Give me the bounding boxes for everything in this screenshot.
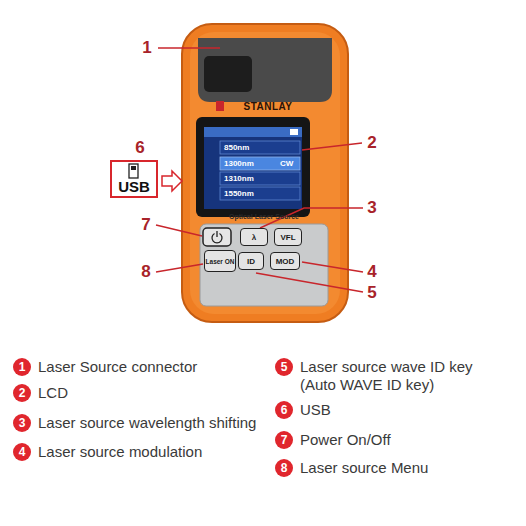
key-legend: Laser ON — [206, 258, 235, 265]
key-legend: MOD — [276, 257, 295, 266]
lcd-row — [220, 141, 300, 154]
lcd-row — [220, 172, 300, 185]
number-disc — [275, 358, 293, 376]
legend-number: 1 — [19, 361, 26, 374]
callout-number: 2 — [367, 134, 376, 152]
key-legend: ID — [247, 257, 255, 266]
number-disc — [13, 358, 31, 376]
lcd-screen: 850nm 1300nm CW 1310nm 1550nm — [204, 127, 302, 209]
part-description: Laser Source connector — [38, 358, 197, 376]
number-disc — [13, 414, 31, 432]
lcd-reading: CW — [280, 159, 293, 169]
keypad-panel-face — [200, 224, 328, 306]
leader-line — [302, 262, 363, 272]
part-description: USB — [300, 401, 331, 419]
key-legend: VFL — [280, 233, 295, 242]
key-legend: λ — [252, 233, 256, 242]
battery-icon — [290, 129, 298, 135]
number-disc — [13, 384, 31, 402]
number-disc — [13, 443, 31, 461]
legend-markers — [13, 358, 293, 477]
lcd-reading: 1550nm — [224, 189, 254, 199]
connector-port — [204, 56, 252, 92]
leader-line — [156, 225, 202, 236]
part-description: Laser source wavelength shifting — [38, 414, 256, 432]
power-icon — [216, 231, 217, 237]
legend-number: 7 — [281, 434, 288, 447]
port-name: USB — [112, 179, 156, 195]
leader-line — [158, 47, 220, 48]
callout-number: 7 — [141, 216, 150, 234]
key-button: ID — [238, 252, 264, 270]
key-button: VFL — [274, 228, 302, 246]
part-description: Laser source Menu — [300, 459, 428, 477]
key-button: λ — [240, 228, 268, 246]
power-button — [203, 228, 231, 246]
lcd-row-selected — [220, 157, 300, 170]
legend-number: 3 — [19, 417, 26, 430]
callout-number: 6 — [135, 139, 144, 157]
callout-number: 4 — [367, 263, 376, 281]
legend-number: 2 — [19, 387, 26, 400]
part-description: LCD — [38, 384, 68, 402]
number-disc — [275, 431, 293, 449]
usb-icon — [129, 164, 138, 178]
lcd-glass — [204, 127, 302, 209]
part-description: Power On/Off — [300, 431, 391, 449]
housing-face — [190, 32, 340, 314]
keypad-panel: Optical Laser SourceλVFLLaser ONIDMOD — [200, 224, 328, 306]
usb-box: USB — [110, 160, 158, 198]
leader-line — [302, 143, 362, 150]
lcd-frame — [196, 117, 310, 217]
device-caption: Optical Laser Source — [200, 212, 328, 221]
lcd-row — [220, 187, 300, 200]
part-description: Laser source wave ID key (Auto WAVE ID k… — [300, 358, 500, 394]
legend-number: 8 — [281, 462, 288, 475]
leader-line — [156, 264, 203, 272]
number-disc — [275, 401, 293, 419]
callout-number: 3 — [367, 199, 376, 217]
lcd-reading: 1310nm — [224, 174, 254, 184]
lcd-reading: 850nm — [224, 143, 249, 153]
leader-lines — [156, 48, 363, 292]
legend-number: 4 — [19, 446, 26, 459]
usb-arrow — [162, 171, 182, 191]
usb-icon — [131, 166, 136, 170]
brand-name: STANLAY — [243, 101, 292, 113]
legend-number: 6 — [281, 404, 288, 417]
callout-number: 5 — [367, 284, 376, 302]
number-disc — [275, 459, 293, 477]
lcd-reading: 1300nm — [224, 159, 254, 169]
callout-number: 1 — [142, 39, 151, 57]
lcd-status-bar — [204, 127, 302, 137]
key-button: Laser ON — [204, 250, 236, 272]
key-button: MOD — [270, 252, 300, 270]
part-description: Laser source modulation — [38, 443, 202, 461]
callout-number: 8 — [141, 263, 150, 281]
legend-number: 5 — [281, 361, 288, 374]
leader-line — [256, 273, 363, 292]
device-housing — [182, 24, 348, 322]
brand-logo — [216, 101, 224, 111]
